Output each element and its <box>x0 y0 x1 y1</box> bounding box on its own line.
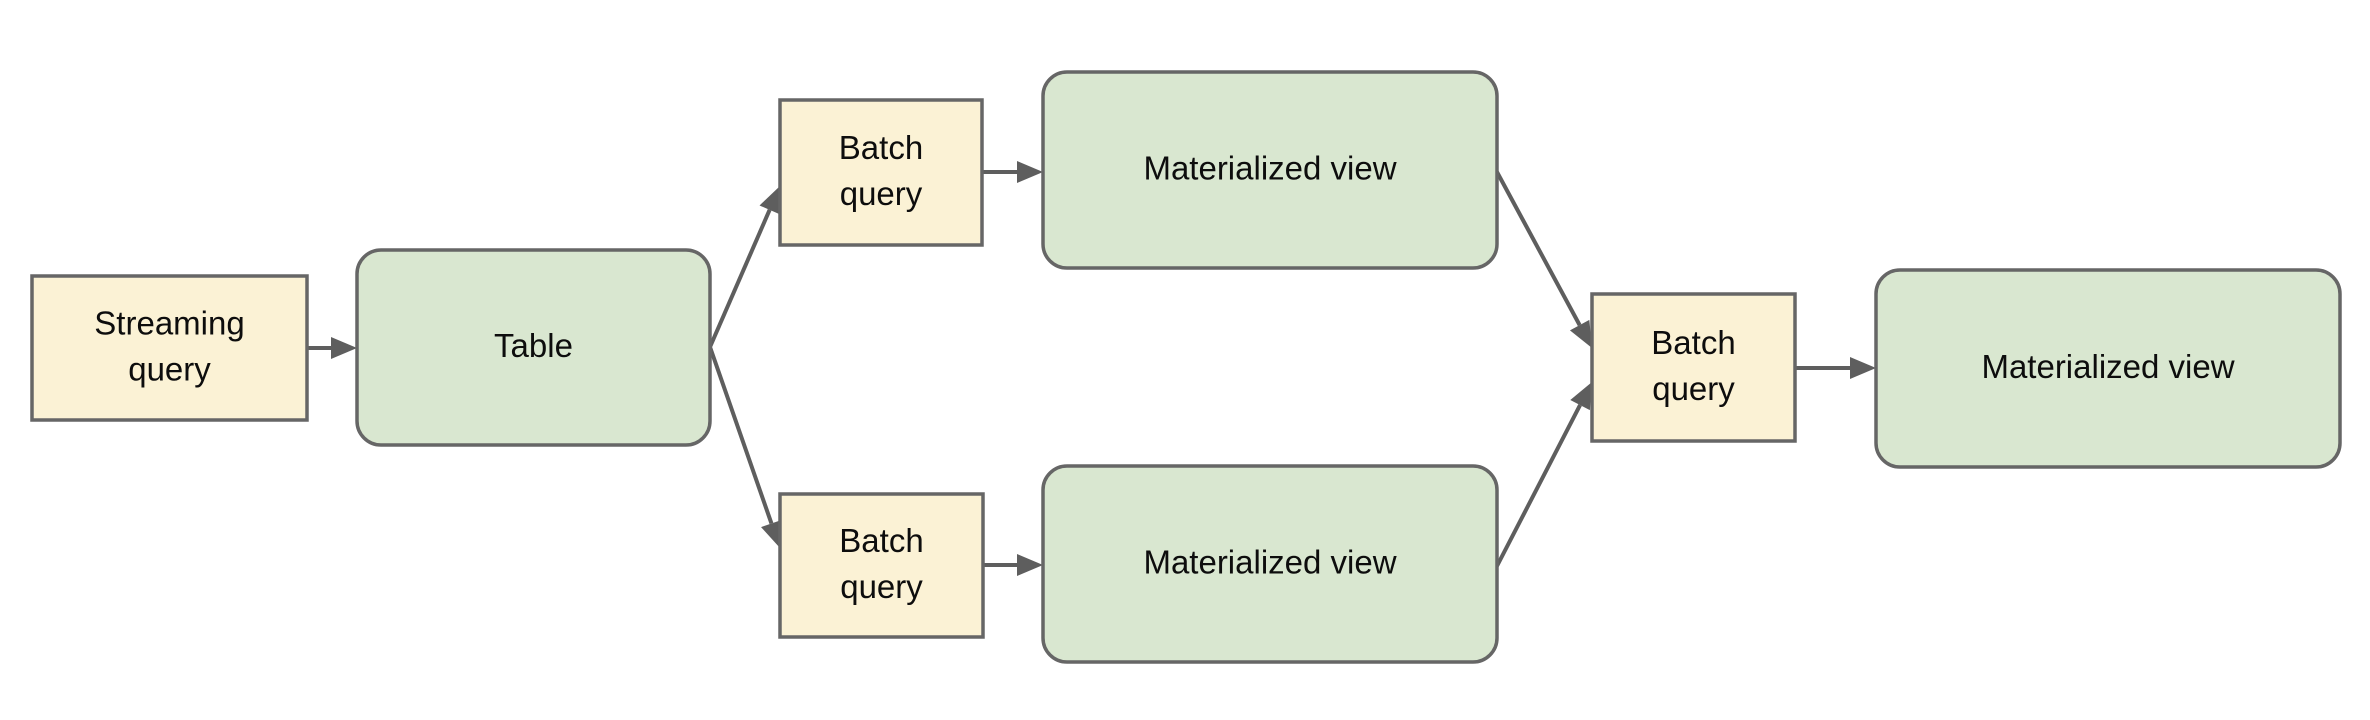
node-shape[interactable] <box>1041 464 1499 664</box>
arrowhead-icon <box>1570 382 1592 411</box>
edge-line <box>708 209 772 348</box>
node-label-line2: query <box>128 351 211 388</box>
node-label: Materialized view <box>1981 348 2234 385</box>
node-label-line2: query <box>840 175 923 212</box>
edge-table-to-batch-query-top <box>708 186 780 348</box>
node-batch-query-merge[interactable]: Batch query <box>1590 292 1797 443</box>
arrowhead-icon <box>1850 357 1876 379</box>
edge-line <box>708 346 774 525</box>
edge-materialized-view-top-to-batch-query-merge <box>1495 171 1592 348</box>
node-label-line2: query <box>840 568 923 605</box>
node-shape[interactable] <box>1590 292 1797 443</box>
node-label: Materialized view <box>1143 150 1396 187</box>
node-label-line2: query <box>1652 370 1735 407</box>
arrowhead-icon <box>1569 319 1592 348</box>
node-label-line1: Batch <box>839 129 923 166</box>
edge-table-to-batch-query-bottom <box>708 346 782 548</box>
node-shape[interactable] <box>778 492 985 639</box>
node-label: Table <box>494 327 573 364</box>
node-shape[interactable] <box>1041 70 1499 270</box>
edge-materialized-view-bottom-to-batch-query-merge <box>1495 382 1592 567</box>
node-shape[interactable] <box>30 274 309 422</box>
edge-streaming-query-to-table <box>307 337 357 359</box>
node-batch-query-bottom[interactable]: Batch query <box>778 492 985 639</box>
edge-batch-query-top-to-materialized-view-top <box>982 161 1043 183</box>
nodes-layer: StreamingqueryTableBatchqueryMaterialize… <box>30 70 2342 664</box>
node-label-line1: Batch <box>839 522 923 559</box>
edge-batch-query-merge-to-materialized-view-final <box>1795 357 1876 379</box>
node-label-line1: Streaming <box>94 305 244 342</box>
node-streaming-query[interactable]: Streaming query <box>30 274 309 422</box>
edge-line <box>1495 404 1582 567</box>
node-table[interactable]: Table <box>355 248 712 447</box>
edge-line <box>1495 171 1582 327</box>
node-batch-query-top[interactable]: Batch query <box>778 98 984 247</box>
arrowhead-icon <box>759 186 780 215</box>
arrowhead-icon <box>331 337 357 359</box>
node-shape[interactable] <box>778 98 984 247</box>
node-materialized-view-final[interactable]: Materialized view <box>1874 268 2342 469</box>
node-label: Materialized view <box>1143 544 1396 581</box>
arrowhead-icon <box>1017 161 1043 183</box>
node-shape[interactable] <box>355 248 712 447</box>
arrowhead-icon <box>1017 554 1043 576</box>
node-label-line1: Batch <box>1651 324 1735 361</box>
edges-layer <box>307 161 1876 576</box>
node-materialized-view-bottom[interactable]: Materialized view <box>1041 464 1499 664</box>
node-materialized-view-top[interactable]: Materialized view <box>1041 70 1499 270</box>
arrowhead-icon <box>761 519 782 548</box>
node-shape[interactable] <box>1874 268 2342 469</box>
edge-batch-query-bottom-to-materialized-view-bottom <box>983 554 1043 576</box>
